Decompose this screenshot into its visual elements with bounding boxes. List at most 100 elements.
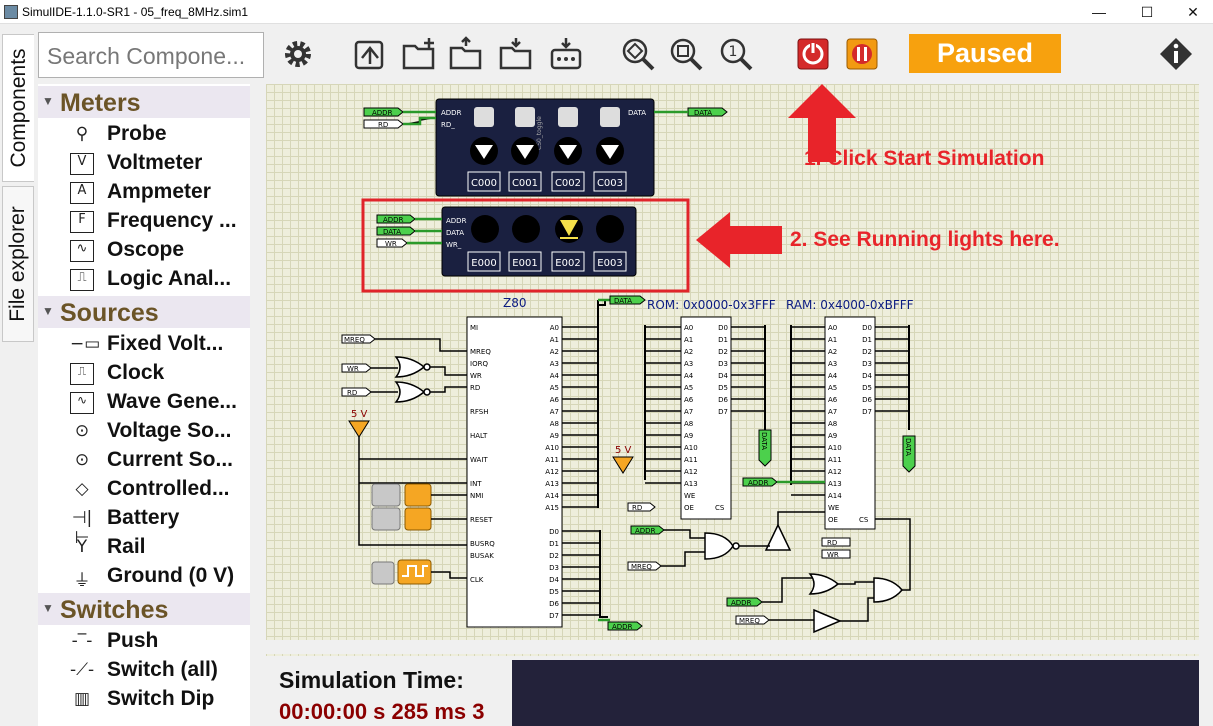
tab-components[interactable]: Components: [2, 34, 34, 182]
start-simulation-button[interactable]: [793, 34, 833, 74]
close-button[interactable]: ✕: [1187, 4, 1199, 20]
switch-dip-icon: ▥: [73, 689, 91, 709]
component-label: Push: [107, 629, 159, 652]
collapse-arrow-icon[interactable]: ▼: [42, 304, 54, 318]
pin-label: A10: [828, 444, 842, 452]
pin-label: A9: [684, 432, 693, 440]
toggle-switch[interactable]: C002: [551, 107, 585, 192]
new-circuit-button[interactable]: [399, 34, 439, 74]
svg-text:1: 1: [729, 44, 738, 60]
zoom-selection-button[interactable]: [666, 34, 706, 74]
toggle-switch[interactable]: C000: [467, 107, 501, 192]
component-push[interactable]: -‾-Push: [38, 627, 250, 656]
pin-label: A4: [550, 372, 560, 380]
ram-chip[interactable]: [824, 316, 876, 530]
pause-simulation-button[interactable]: [842, 34, 882, 74]
led-panel: ADDR DATA WR_ E000 E001 E002 E003: [441, 206, 637, 277]
led-light: E003: [593, 215, 627, 272]
maximize-button[interactable]: ☐: [1140, 4, 1154, 20]
canvas-vertical-scrollbar[interactable]: [1199, 84, 1213, 656]
tag-label: ADDR: [612, 623, 633, 631]
pin-label: D1: [862, 336, 872, 344]
z80-chip[interactable]: [466, 316, 563, 628]
circuit-canvas[interactable]: ADDR RD_ DATA CS0_toggle C000 C001 C002 …: [266, 84, 1199, 656]
pin-label: A7: [828, 408, 837, 416]
push-buttons[interactable]: [371, 483, 467, 585]
save-as-button[interactable]: [546, 34, 586, 74]
open-recent-button[interactable]: [350, 34, 390, 74]
component-label: Ground (0 V): [107, 564, 235, 587]
fixed-voltage-icon: −▭: [70, 334, 101, 354]
component-switch-dip[interactable]: ▥Switch Dip: [38, 685, 250, 714]
input-switch-panel[interactable]: ADDR RD_ DATA CS0_toggle C000 C001 C002 …: [435, 98, 655, 197]
toolbar: 1 Paused: [266, 26, 1213, 82]
zoom-fit-button[interactable]: [618, 34, 658, 74]
component-wave-generator[interactable]: ∿Wave Gene...: [38, 388, 250, 417]
simulation-status-label: Paused: [909, 34, 1061, 73]
tag-label: ADDR: [383, 216, 404, 224]
info-button[interactable]: [1156, 34, 1196, 74]
tab-file-explorer[interactable]: File explorer: [2, 186, 34, 342]
pin-label: A5: [684, 384, 693, 392]
component-probe[interactable]: ⚲Probe: [38, 120, 250, 149]
open-circuit-button[interactable]: [446, 34, 486, 74]
minimize-button[interactable]: —: [1092, 4, 1106, 20]
top-tags: ADDR RD_ DATA: [363, 107, 728, 129]
canvas-horizontal-scrollbar[interactable]: [266, 640, 1199, 654]
component-fixed-voltage[interactable]: −▭Fixed Volt...: [38, 330, 250, 359]
component-battery[interactable]: ⊣|⊢Battery: [38, 504, 250, 548]
pin-label: A6: [550, 396, 560, 404]
component-clock[interactable]: ⎍Clock: [38, 359, 250, 388]
category-sources[interactable]: ▼ Sources: [38, 296, 250, 328]
ground-icon: ⏚: [73, 571, 91, 591]
vertical-label: CS0_toggle: [536, 116, 543, 150]
collapse-arrow-icon[interactable]: ▼: [42, 94, 54, 108]
pin-label: A13: [828, 480, 842, 488]
tag-label: ADDR: [731, 599, 752, 607]
plotter-area[interactable]: [512, 660, 1199, 726]
pin-label: D4: [549, 576, 559, 584]
zoom-one-button[interactable]: 1: [716, 34, 756, 74]
component-current-source[interactable]: ⊙ Current So...: [38, 446, 250, 475]
pin-label: D4: [718, 372, 728, 380]
pin-label: A13: [684, 480, 698, 488]
switch-addr: C000: [471, 178, 497, 189]
toggle-switch[interactable]: C003: [593, 107, 627, 192]
collapse-arrow-icon[interactable]: ▼: [42, 601, 54, 615]
rom-chip[interactable]: [680, 316, 732, 520]
switch-addr: C003: [597, 178, 623, 189]
component-logic-analyzer[interactable]: ⎍Logic Anal...: [38, 265, 250, 294]
led-tags: ADDR DATA WR: [376, 214, 442, 248]
pin-label: MREQ: [470, 348, 491, 356]
app-icon: [4, 5, 18, 19]
toggle-switch[interactable]: C001: [508, 107, 542, 192]
component-list-scrollbar[interactable]: [251, 84, 263, 726]
side-tabs: Components File explorer: [0, 30, 36, 726]
settings-button[interactable]: [278, 34, 318, 74]
component-label: Current So...: [107, 448, 234, 471]
current-source-icon: ⊙: [74, 450, 90, 470]
component-switch[interactable]: -⟋-Switch (all): [38, 656, 250, 685]
category-switches[interactable]: ▼ Switches: [38, 593, 250, 625]
pin-label: A7: [684, 408, 693, 416]
component-ground[interactable]: ⏚ Ground (0 V): [38, 562, 250, 591]
search-input[interactable]: Search Compone...: [38, 32, 264, 78]
pin-label: D1: [718, 336, 728, 344]
component-oscope[interactable]: ∿Oscope: [38, 236, 250, 265]
arrow-left-icon: [696, 212, 782, 268]
voltage-label: 5 V: [351, 409, 368, 420]
save-circuit-button[interactable]: [496, 34, 536, 74]
pin-label: WE: [684, 492, 695, 500]
component-voltage-source[interactable]: ⊙Voltage So...: [38, 417, 250, 446]
pin-label: D6: [549, 600, 559, 608]
pin-label: A1: [684, 336, 693, 344]
pin-label: BUSRQ: [470, 540, 495, 548]
category-meters[interactable]: ▼ Meters: [38, 86, 250, 118]
circuit-drawing: ADDR RD_ DATA CS0_toggle C000 C001 C002 …: [341, 98, 916, 634]
component-controlled-source[interactable]: ◇Controlled...: [38, 475, 250, 504]
